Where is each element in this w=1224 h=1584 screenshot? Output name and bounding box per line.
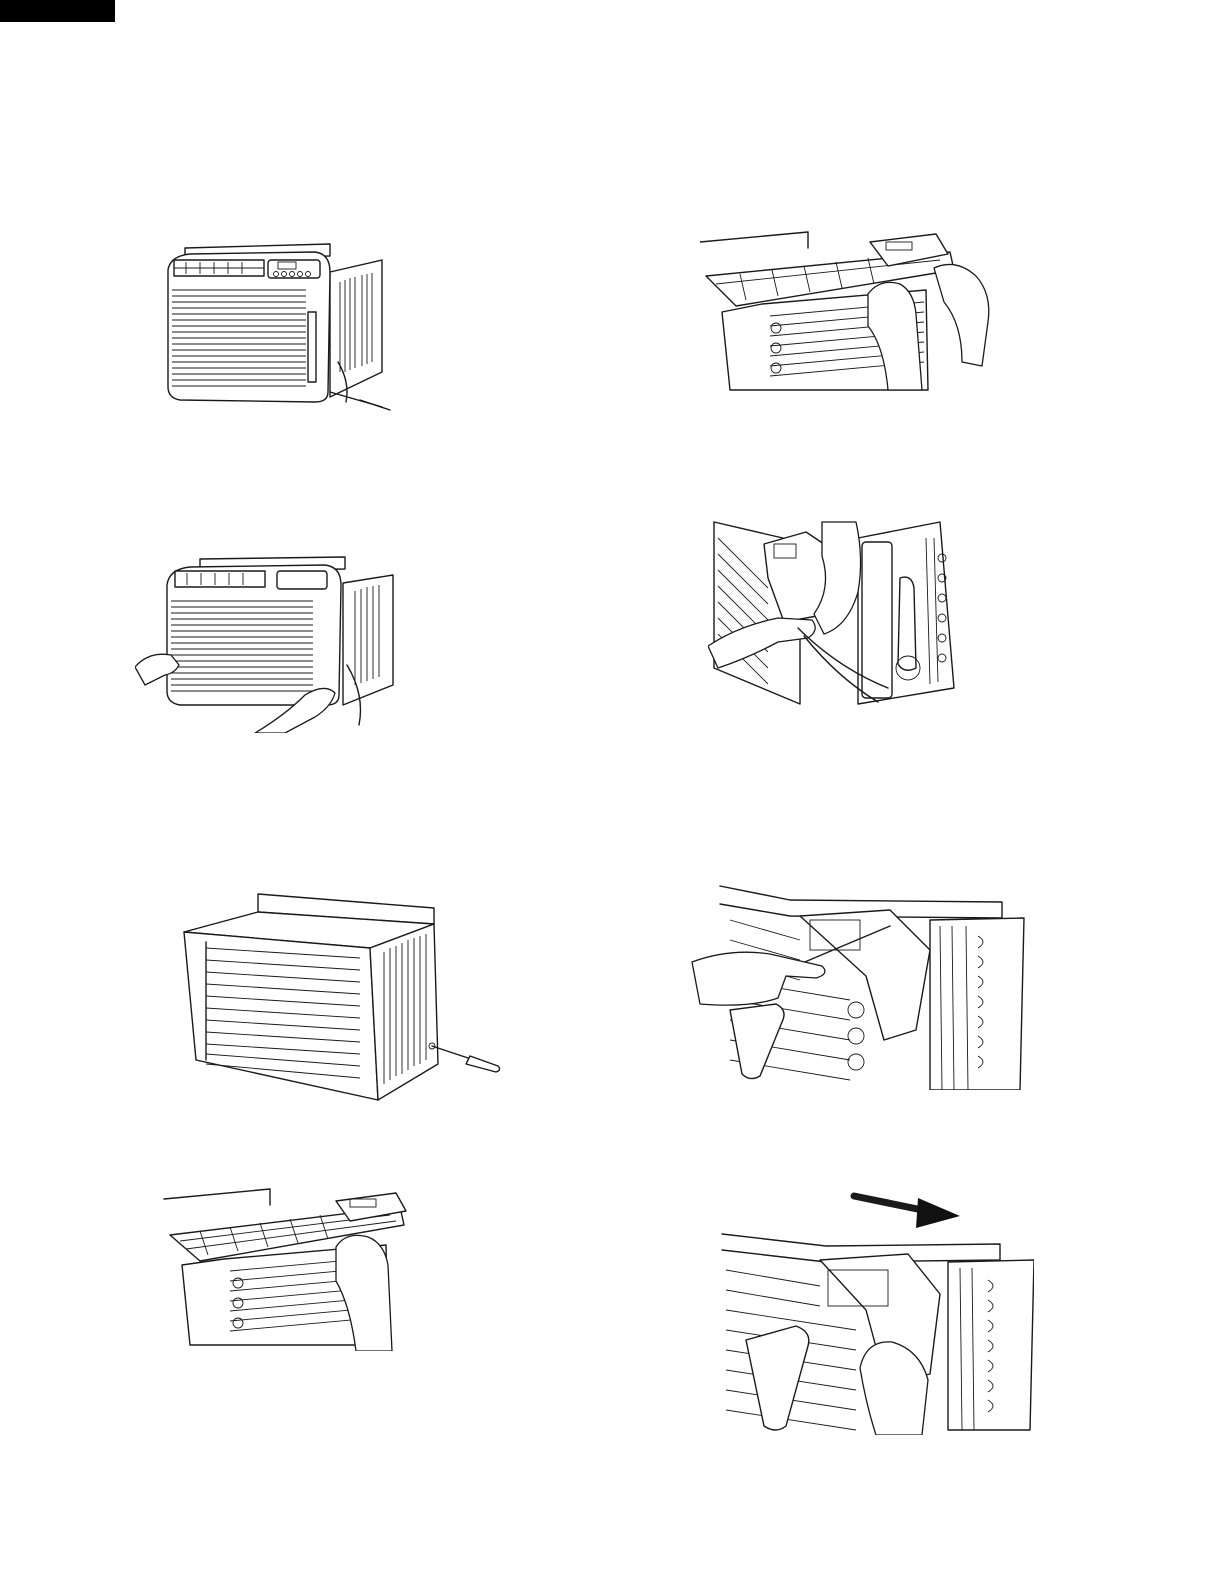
hand-lift-panel-icon — [160, 1185, 410, 1351]
screwdriver-control-box-icon — [690, 880, 1025, 1090]
hands-lift-panel-icon — [700, 228, 995, 394]
figure-disconnect-wiring — [708, 518, 960, 710]
cabinet-screw-icon — [170, 888, 510, 1108]
figure-slide-control-box — [716, 1190, 1034, 1435]
figure-control-box-screw — [690, 880, 1025, 1090]
figure-lift-panel-right — [700, 228, 995, 394]
figure-ac-front-screw — [150, 232, 400, 422]
hands-disconnect-wiring-icon — [708, 518, 960, 710]
slide-control-box-arrow-icon — [716, 1190, 1034, 1435]
ac-front-screw-icon — [150, 232, 400, 422]
figure-cabinet-screw — [170, 888, 510, 1108]
page-header-tab — [0, 0, 115, 22]
figure-lift-panel-left — [160, 1185, 410, 1351]
hands-remove-grille-icon — [135, 555, 405, 733]
figure-remove-grille — [135, 555, 405, 733]
